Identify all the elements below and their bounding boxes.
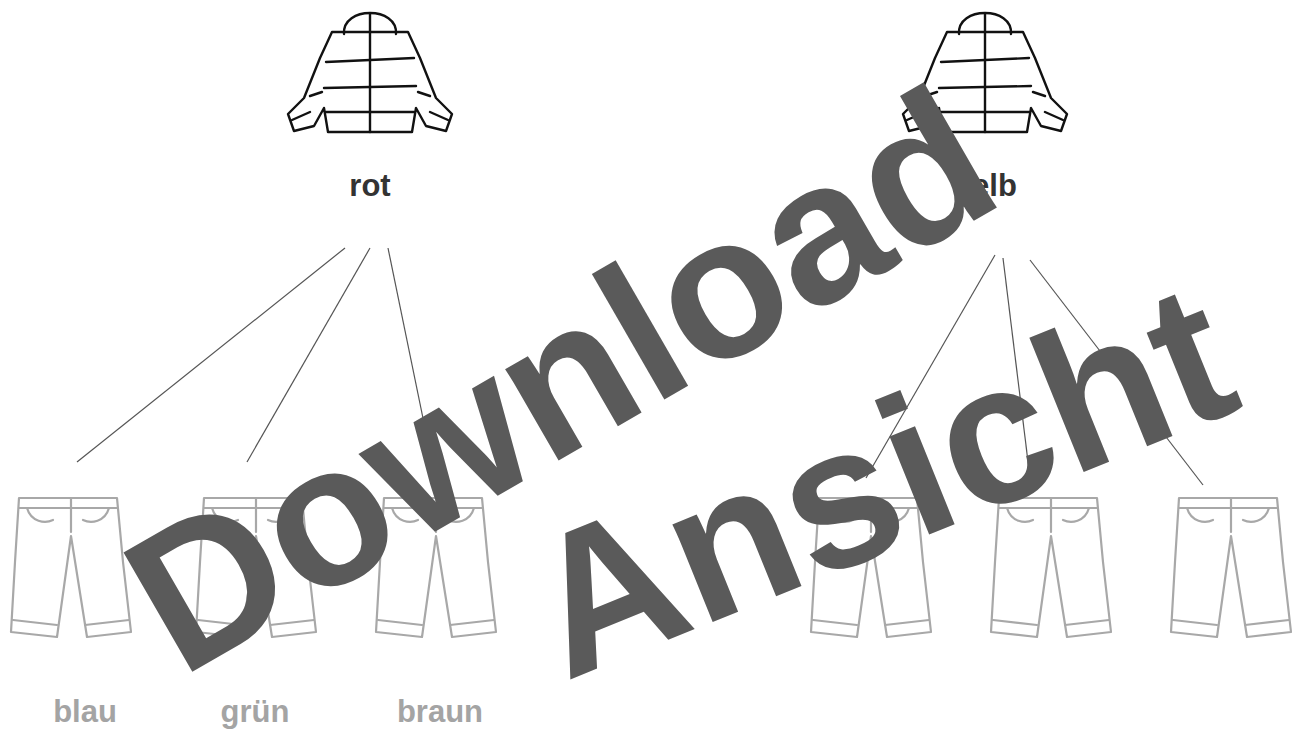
pants-drawing <box>1171 498 1291 637</box>
pants-drawing <box>196 498 316 637</box>
node-label: braun <box>365 694 515 730</box>
tree-branch <box>388 248 432 462</box>
tree-branch <box>247 248 370 462</box>
node-label: grün <box>180 694 330 730</box>
tree-branch <box>866 255 995 478</box>
tree-branch <box>1030 260 1203 485</box>
watermark-text: Ansicht <box>503 250 1258 710</box>
tree-branch <box>77 248 345 462</box>
pants-node: grün <box>180 462 330 732</box>
jacket-drawing <box>903 13 1067 132</box>
pants-drawing <box>991 498 1111 637</box>
tree-branch <box>1003 258 1030 478</box>
pants-drawing <box>811 498 931 637</box>
node-label: rot <box>270 168 470 204</box>
jacket-node: rot <box>270 0 470 248</box>
jacket-drawing <box>288 13 452 132</box>
node-label: gelb <box>885 168 1085 204</box>
node-label: blau <box>10 694 160 730</box>
pants-node: braun <box>365 462 515 732</box>
pants-drawing <box>11 498 131 637</box>
jacket-node: gelb <box>885 0 1085 248</box>
pants-node: blau <box>10 462 160 732</box>
pants-drawing <box>376 498 496 637</box>
watermark-text: Download <box>96 55 1023 706</box>
